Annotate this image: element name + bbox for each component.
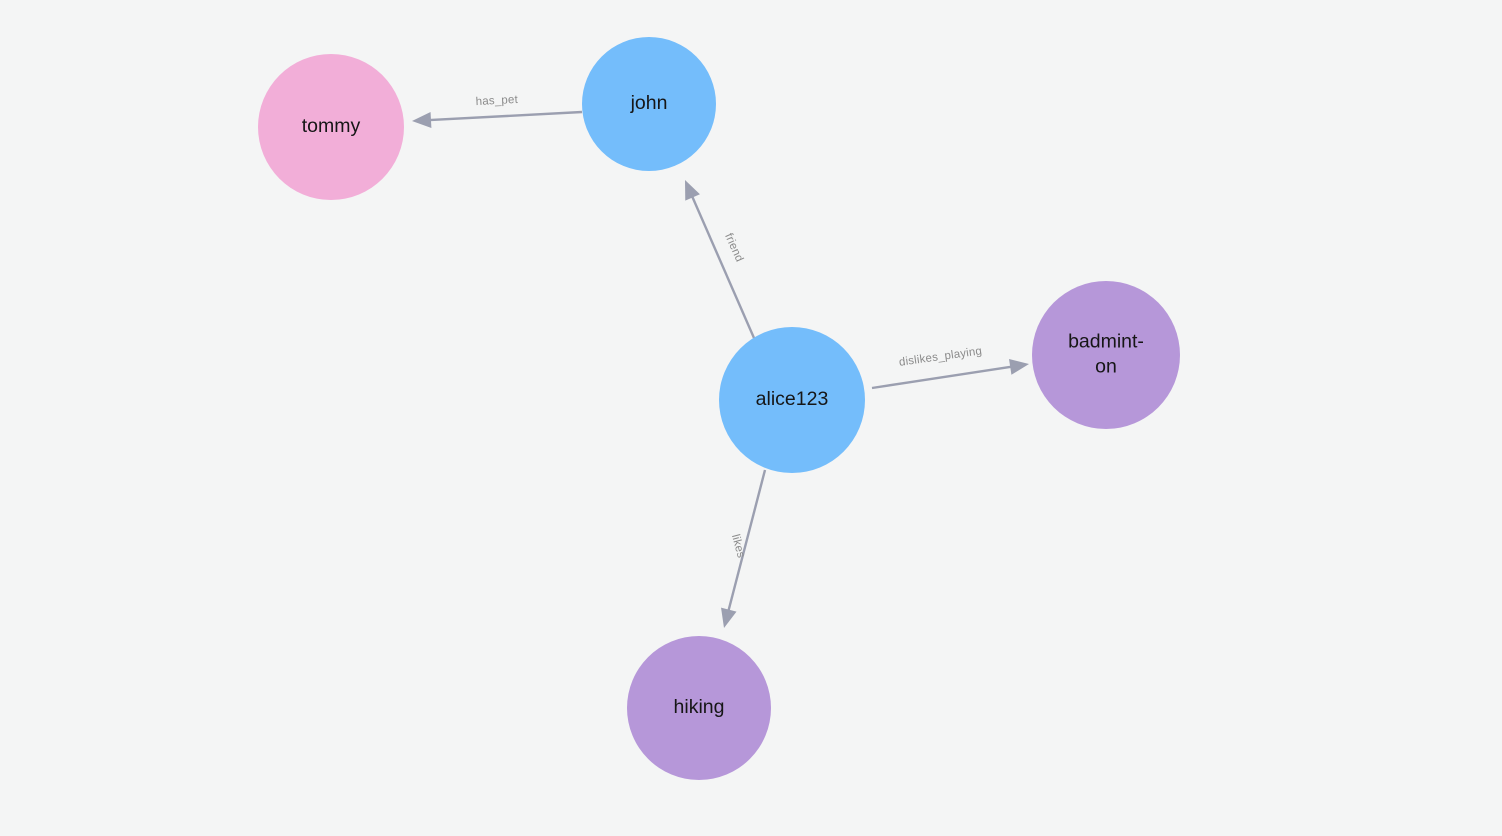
node-label: john [630,92,668,114]
graph-node-hiking[interactable]: hiking [627,636,771,780]
node-label: alice123 [756,388,829,410]
graph-edge[interactable]: dislikes_playing [871,345,1029,390]
edge-label: likes [729,533,747,559]
edge-arrowhead-icon [685,180,700,201]
edge-arrowhead-icon [412,112,432,128]
graph-edge[interactable]: has_pet [412,94,583,128]
node-circle[interactable] [1032,281,1180,429]
graph-edge[interactable]: likes [721,469,767,628]
graph-node-tommy[interactable]: tommy [258,54,404,200]
edge-arrowhead-icon [721,607,737,628]
nodes-layer: tommy john alice123 badmint-on hiking [258,37,1180,780]
edge-line [726,469,767,614]
graph-node-john[interactable]: john [582,37,716,171]
node-circle[interactable] [627,636,771,780]
edge-arrowhead-icon [1009,358,1029,375]
node-circle[interactable] [582,37,716,171]
edge-label: dislikes_playing [898,345,983,369]
node-label: hiking [674,696,725,718]
graph-edge[interactable]: friend [685,180,756,339]
edge-line [871,365,1015,390]
node-label: badmint-on [1068,331,1144,378]
edge-line [689,193,756,339]
graph-node-alice123[interactable]: alice123 [719,327,865,473]
edge-label: has_pet [475,94,518,108]
node-circle[interactable] [719,327,865,473]
node-label: tommy [302,115,361,137]
edge-label: friend [722,232,745,264]
graph-node-badminton[interactable]: badmint-on [1032,281,1180,429]
edge-line [426,110,583,122]
node-circle[interactable] [258,54,404,200]
